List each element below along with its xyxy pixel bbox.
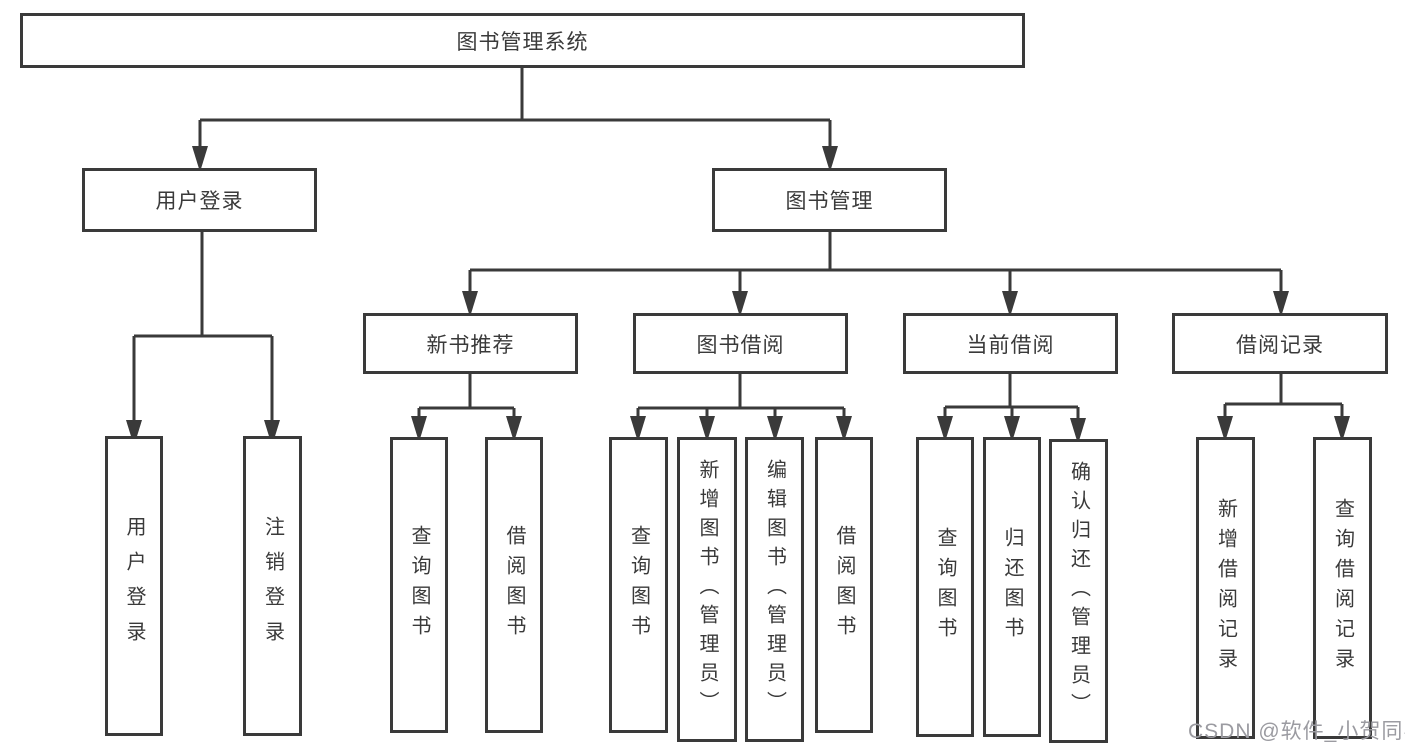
leaf-current-query-books: 查询图书	[916, 437, 974, 737]
leaf-user-login-label: 用户登录	[123, 516, 145, 656]
csdn-watermark: CSDN @软件_小贺同学	[1188, 720, 1405, 743]
leaf-confirm-return-admin-label: 确认归还（管理员）	[1067, 460, 1090, 722]
node-book-borrowing: 图书借阅	[633, 313, 848, 374]
node-user-login-group-label: 用户登录	[155, 190, 244, 213]
leaf-borrowing-query-books-label: 查询图书	[627, 525, 650, 645]
leaf-recommend-query-books: 查询图书	[390, 437, 448, 733]
leaf-current-query-books-label: 查询图书	[934, 527, 956, 647]
leaf-user-login: 用户登录	[105, 436, 163, 736]
node-library-system: 图书管理系统	[20, 13, 1025, 68]
node-new-book-recommend-label: 新书推荐	[426, 333, 515, 357]
leaf-borrow-books: 借阅图书	[815, 437, 873, 733]
leaf-recommend-borrow-books-label: 借阅图书	[503, 525, 525, 645]
leaf-edit-books-admin: 编辑图书（管理员）	[745, 437, 804, 742]
leaf-query-borrow-record: 查询借阅记录	[1313, 437, 1372, 739]
leaf-return-books: 归还图书	[983, 437, 1041, 737]
leaf-add-books-admin: 新增图书（管理员）	[677, 437, 737, 742]
leaf-return-books-label: 归还图书	[1001, 527, 1023, 647]
leaf-add-books-admin-label: 新增图书（管理员）	[696, 459, 718, 720]
node-new-book-recommend: 新书推荐	[363, 313, 578, 374]
leaf-borrowing-query-books: 查询图书	[609, 437, 668, 733]
node-borrow-records-label: 借阅记录	[1236, 333, 1324, 357]
leaf-recommend-query-books-label: 查询图书	[408, 525, 430, 645]
node-library-system-label: 图书管理系统	[456, 30, 589, 54]
node-current-borrowing-label: 当前借阅	[966, 333, 1055, 357]
leaf-confirm-return-admin: 确认归还（管理员）	[1049, 439, 1108, 743]
leaf-logout-label: 注销登录	[261, 516, 284, 656]
node-book-management-label: 图书管理	[785, 190, 874, 213]
leaf-borrow-books-label: 借阅图书	[833, 525, 855, 645]
leaf-query-borrow-record-label: 查询借阅记录	[1331, 498, 1354, 678]
leaf-add-borrow-record: 新增借阅记录	[1196, 437, 1255, 739]
leaf-edit-books-admin-label: 编辑图书（管理员）	[763, 459, 786, 720]
leaf-recommend-borrow-books: 借阅图书	[485, 437, 543, 733]
node-book-management: 图书管理	[712, 168, 947, 232]
leaf-logout: 注销登录	[243, 436, 302, 736]
node-current-borrowing: 当前借阅	[903, 313, 1118, 374]
node-book-borrowing-label: 图书借阅	[696, 333, 785, 357]
node-user-login-group: 用户登录	[82, 168, 317, 232]
arrowheads	[126, 146, 1350, 446]
leaf-add-borrow-record-label: 新增借阅记录	[1214, 498, 1237, 678]
node-borrow-records: 借阅记录	[1172, 313, 1388, 374]
